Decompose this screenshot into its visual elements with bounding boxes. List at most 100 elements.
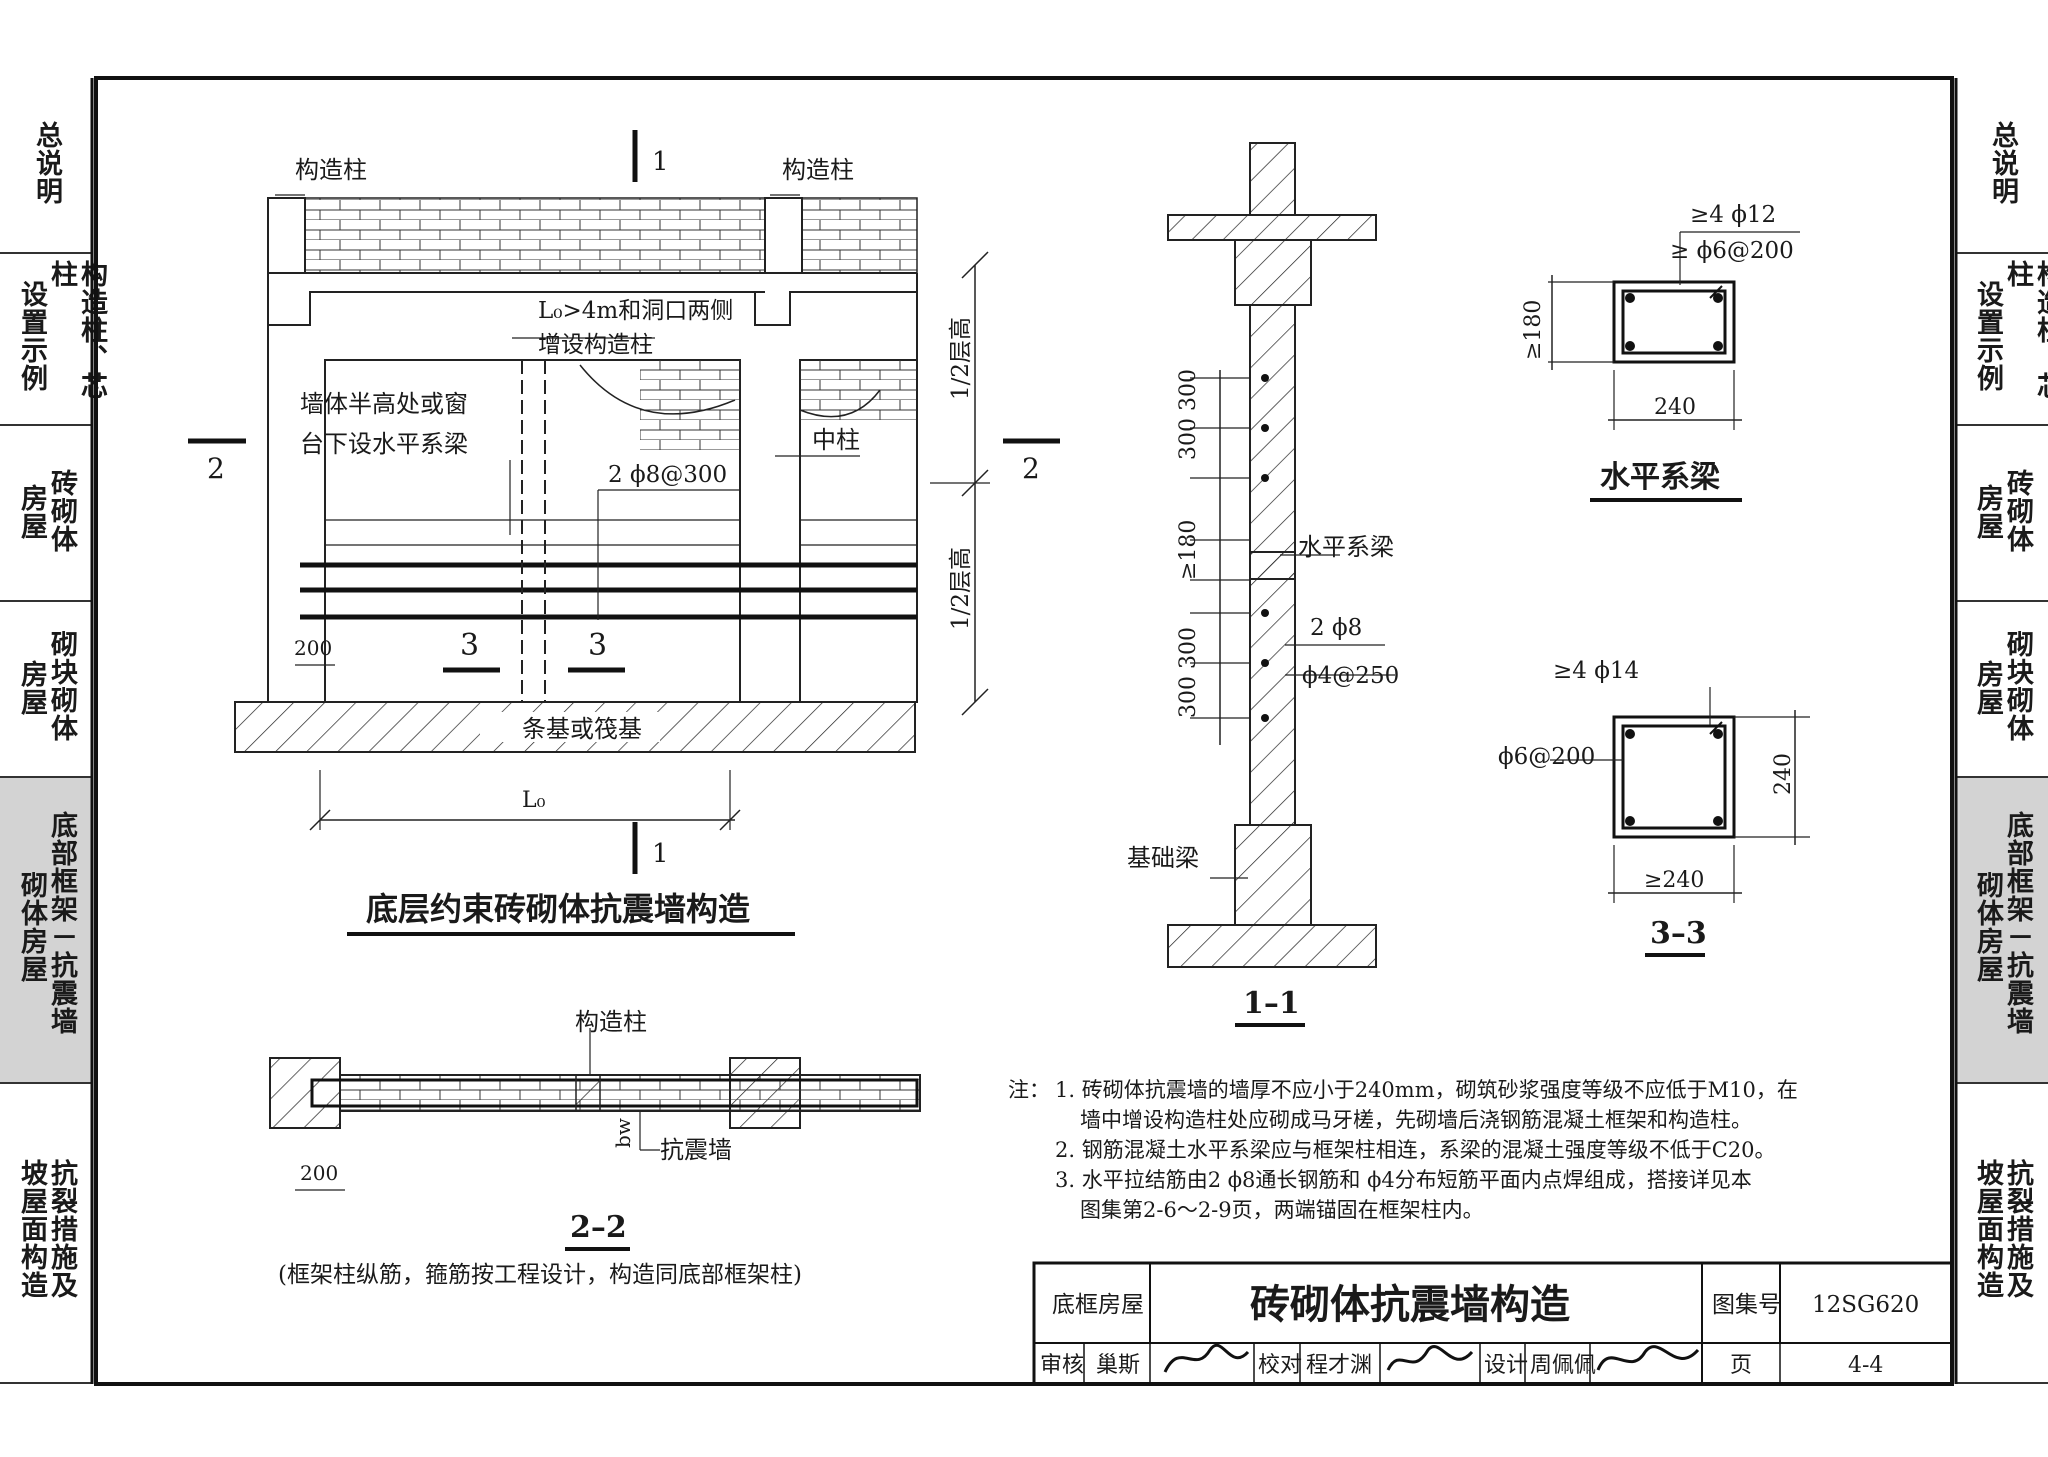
cut-1-bottom: 1 [652, 839, 669, 869]
nav-tab-2-right[interactable]: 构造柱、芯柱设置示例 [1956, 254, 2048, 426]
section-3-3-title: 3–3 [1650, 916, 1707, 951]
label-column-left: 构造柱 [295, 156, 367, 184]
nav-tab-label: 抗裂措施及 [2002, 1159, 2033, 1299]
beam-dim-w: 240 [1654, 395, 1696, 420]
beam-section: ≥4 ϕ12 ≥ ϕ6@200 ≥180 240 水平系梁 [1521, 202, 1800, 502]
cut-2-left: 2 [207, 452, 225, 485]
label-rebar-2phi8: 2 ϕ8 [1310, 615, 1362, 641]
tb-reviewer-signature [1163, 1343, 1250, 1373]
nav-tab-5-right[interactable]: 底部框架－抗震墙砌体房屋 [1956, 778, 2048, 1084]
beam-rebar-stirrup: ≥ ϕ6@200 [1670, 238, 1794, 264]
nav-tab-label: 房屋 [1972, 484, 2003, 540]
nav-tab-label: 设置示例 [16, 280, 47, 392]
tb-title: 砖砌体抗震墙构造 [1250, 1281, 1570, 1328]
dim-mid: ≥180 [1176, 520, 1201, 580]
section-2-2: 构造柱 bw 抗震墙 200 2–2 (框架柱纵筋，箍筋按工程设计，构造同底部框… [269, 1008, 921, 1288]
nav-tab-label: 底部框架－抗震墙 [2002, 811, 2033, 1035]
nav-tab-label: 设置示例 [1972, 280, 2003, 392]
label-half-height-bottom: 1/2层高 [948, 547, 974, 630]
nav-tab-label: 房屋 [1972, 660, 2003, 716]
beam-section-title: 水平系梁 [1600, 460, 1720, 495]
cut-1-top: 1 [652, 147, 669, 177]
beam-dim-h: ≥180 [1521, 300, 1546, 360]
tb-reviewer: 巢斯 [1096, 1353, 1140, 1378]
nav-tab-label: 坡屋面构造 [1972, 1159, 2003, 1299]
tb-checker-signature [1386, 1345, 1474, 1371]
label-rebar: 2 ϕ8@300 [608, 462, 727, 488]
section-1-1-title: 1–1 [1243, 986, 1300, 1021]
s22-column-label: 构造柱 [575, 1008, 647, 1036]
label-beam-note-2: 台下设水平系梁 [300, 430, 468, 458]
note-1a: 1. 砖砌体抗震墙的墙厚不应小于240mm，砌筑砂浆强度等级不应低于M10，在 [1055, 1078, 1798, 1102]
s33-dim-w: ≥240 [1644, 868, 1704, 893]
label-column-right: 构造柱 [782, 156, 854, 184]
nav-tab-label: 砖砌体 [46, 469, 77, 553]
top-brick-wall [304, 197, 766, 274]
nav-tab-label: 砌体房屋 [1972, 871, 2003, 983]
nav-tab-label: 砌块砌体 [2002, 630, 2033, 742]
nav-tab-label: 坡屋面构造 [16, 1159, 47, 1299]
label-half-height-top: 1/2层高 [948, 317, 974, 400]
label-tie-beam: 水平系梁 [1298, 533, 1394, 561]
elevation-view: 构造柱 构造柱 L₀>4m和洞口两侧 增设构造柱 墙体半高处或窗 台下设水平系梁… [188, 130, 1060, 936]
note-3b: 图集第2-6～2-9页，两端锚固在框架柱内。 [1080, 1198, 1484, 1222]
tb-check-label: 校对 [1258, 1353, 1302, 1378]
s22-wall-label: 抗震墙 [660, 1136, 732, 1164]
beam-rebar-long: ≥4 ϕ12 [1690, 202, 1776, 228]
s22-dim-200: 200 [300, 1161, 338, 1185]
tb-page-label: 页 [1730, 1353, 1752, 1378]
nav-tab-label: 构造柱、芯柱 [2002, 260, 2048, 400]
sheet-border [94, 76, 1954, 1386]
nav-tab-6-left[interactable]: 抗裂措施及坡屋面构造 [0, 1084, 92, 1384]
nav-tab-label: 房屋 [16, 484, 47, 540]
s33-rebar-stirrup: ϕ6@200 [1498, 744, 1595, 770]
nav-tab-label: 底部框架－抗震墙 [46, 811, 77, 1035]
section-3-right: 3 [588, 628, 607, 663]
nav-tab-1-left[interactable]: 总说明 [0, 78, 92, 254]
left-column-top [267, 197, 306, 274]
label-foundation: 条基或筏基 [522, 715, 642, 743]
title-block: 底框房屋 砖砌体抗震墙构造 图集号 12SG620 审核 巢斯 校对 程才渊 设… [1032, 1261, 1954, 1386]
elevation-title: 底层约束砖砌体抗震墙构造 [366, 890, 750, 928]
note-2: 2. 钢筋混凝土水平系梁应与框架柱相连，系梁的混凝土强度等级不低于C20。 [1055, 1138, 1776, 1162]
cut-2-right: 2 [1022, 452, 1040, 485]
nav-tab-1-right[interactable]: 总说明 [1956, 78, 2048, 254]
s22-bw: bw [611, 1118, 635, 1148]
nav-tab-label: 总说明 [1987, 121, 2018, 205]
nav-tab-label: 抗裂措施及 [46, 1159, 77, 1299]
section-3-left: 3 [460, 628, 479, 663]
dim-bottom: 300 300 [1176, 627, 1201, 718]
nav-tab-4-left[interactable]: 砌块砌体房屋 [0, 602, 92, 778]
nav-tab-label: 砌块砌体 [46, 630, 77, 742]
nav-tab-4-right[interactable]: 砌块砌体房屋 [1956, 602, 2048, 778]
label-rebar-phi4: ϕ4@250 [1302, 663, 1399, 689]
dim-top: 300 300 [1176, 369, 1201, 460]
nav-tab-6-right[interactable]: 抗裂措施及坡屋面构造 [1956, 1084, 2048, 1384]
nav-tab-label: 总说明 [31, 121, 62, 205]
tb-page-no: 4-4 [1848, 1353, 1883, 1378]
tb-atlas-label: 图集号 [1712, 1292, 1781, 1318]
nav-tab-5-left[interactable]: 底部框架－抗震墙砌体房屋 [0, 778, 92, 1084]
tb-designer: 周佩佩 [1530, 1353, 1596, 1378]
tb-category: 底框房屋 [1052, 1292, 1144, 1318]
label-l0-note: L₀>4m和洞口两侧 [538, 298, 733, 324]
nav-tab-3-right[interactable]: 砖砌体房屋 [1956, 426, 2048, 602]
tb-review-label: 审核 [1040, 1353, 1084, 1378]
section-3-3: ≥4 ϕ14 ϕ6@200 240 ≥240 3–3 [1498, 658, 1810, 957]
label-beam-note-1: 墙体半高处或窗 [300, 390, 468, 418]
s33-dim-h: 240 [1771, 753, 1796, 795]
nav-tab-label: 砌体房屋 [16, 871, 47, 983]
tb-designer-signature [1596, 1345, 1700, 1371]
tb-design-label: 设计 [1484, 1353, 1528, 1378]
nav-tab-3-left[interactable]: 砖砌体房屋 [0, 426, 92, 602]
note-3a: 3. 水平拉结筋由2 ϕ8通长钢筋和 ϕ4分布短筋平面内点焊组成，搭接详见本 [1055, 1168, 1752, 1192]
s33-rebar-long: ≥4 ϕ14 [1553, 658, 1639, 684]
tb-checker: 程才渊 [1306, 1353, 1372, 1378]
section-1-1: 300 300 ≥180 300 300 水平系梁 2 ϕ8 ϕ4@250 基础… [1127, 142, 1399, 1027]
label-dim-l0: L₀ [522, 788, 546, 813]
label-mid-column: 中柱 [812, 426, 860, 454]
section-2-2-title: 2–2 [570, 1210, 627, 1245]
notes-block: 注： 1. 砖砌体抗震墙的墙厚不应小于240mm，砌筑砂浆强度等级不应低于M10… [1008, 1078, 1798, 1222]
